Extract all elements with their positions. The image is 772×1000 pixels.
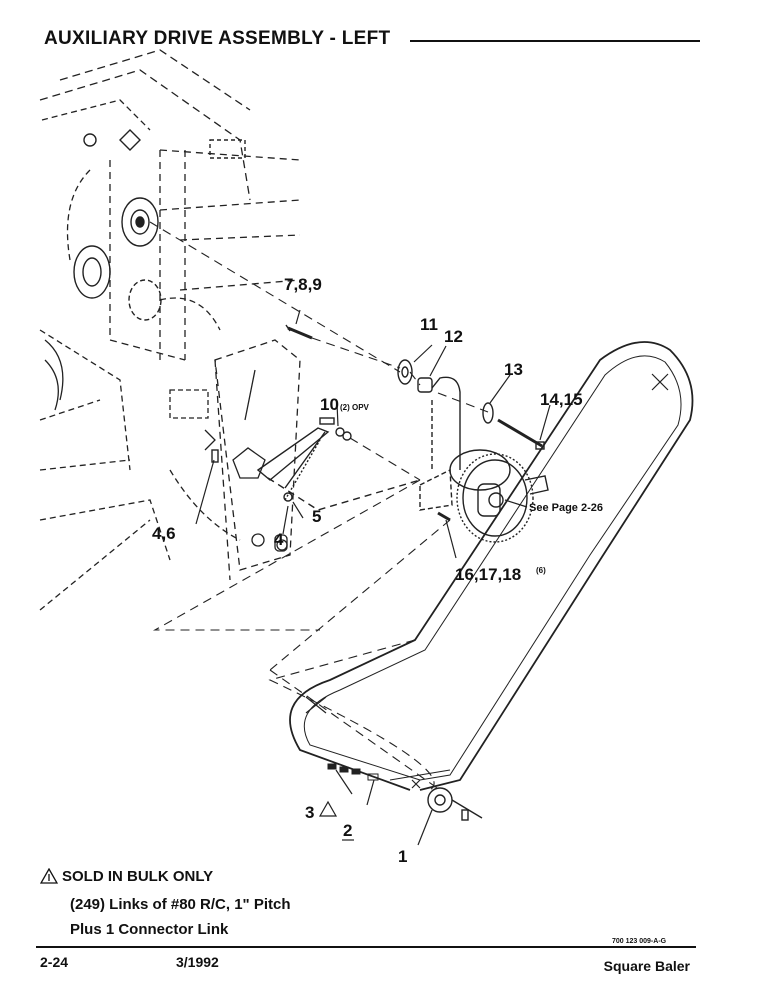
callout-7-8-9: 7,8,9 (284, 275, 322, 294)
callout-4: 4 (274, 530, 284, 549)
callout-13: 13 (504, 360, 523, 379)
chain-links (327, 763, 379, 781)
roller-chain-loop (289, 341, 694, 791)
leader-lines (195, 309, 551, 846)
callout-14-15: 14,15 (540, 390, 583, 409)
drive-sprocket-assembly (419, 449, 549, 543)
hardware (211, 324, 451, 522)
note-line-1: SOLD IN BULK ONLY (39, 864, 291, 892)
frame-bearings (73, 129, 246, 321)
callout-10-qty: (2) OPV (340, 403, 370, 412)
callout-16-17-18-qty: (6) (536, 566, 546, 575)
callout-3-warning-icon (318, 800, 338, 817)
bulk-note: SOLD IN BULK ONLY (249) Links of #80 R/C… (39, 864, 291, 942)
callout-2: 2 (343, 821, 352, 840)
callout-3: 3 (305, 803, 314, 822)
mounting-plate (169, 339, 301, 581)
baler-frame (39, 49, 301, 611)
callout-10: 10 (320, 395, 339, 414)
callout-12: 12 (444, 327, 463, 346)
callout-1: 1 (398, 847, 407, 866)
note-line-3: Plus 1 Connector Link (70, 921, 229, 938)
page-title: AUXILIARY DRIVE ASSEMBLY - LEFT (44, 28, 391, 49)
footer-rule (36, 946, 696, 948)
see-page-reference: See Page 2-26 (529, 502, 603, 514)
document-code: 700 123 009-A-G (612, 938, 667, 945)
center-marks (305, 373, 669, 789)
idler-assembly (397, 359, 545, 470)
callout-5: 5 (312, 507, 321, 526)
callout-4-6: 4,6 (152, 524, 176, 543)
callout-16-17-18: 16,17,18 (455, 565, 521, 584)
small-sprocket (427, 787, 483, 821)
alignment-lines (149, 221, 489, 791)
note-line-2: (249) Links of #80 R/C, 1" Pitch (70, 896, 291, 913)
publication-date: 3/1992 (176, 954, 219, 970)
callout-11: 11 (420, 315, 438, 334)
page-number: 2-24 (40, 954, 69, 970)
product-name: Square Baler (603, 958, 690, 974)
title-rule (410, 40, 700, 42)
note-sold-in-bulk: SOLD IN BULK ONLY (62, 868, 214, 885)
warning-triangle-1-icon (39, 867, 62, 892)
tightener-arm (256, 417, 421, 511)
